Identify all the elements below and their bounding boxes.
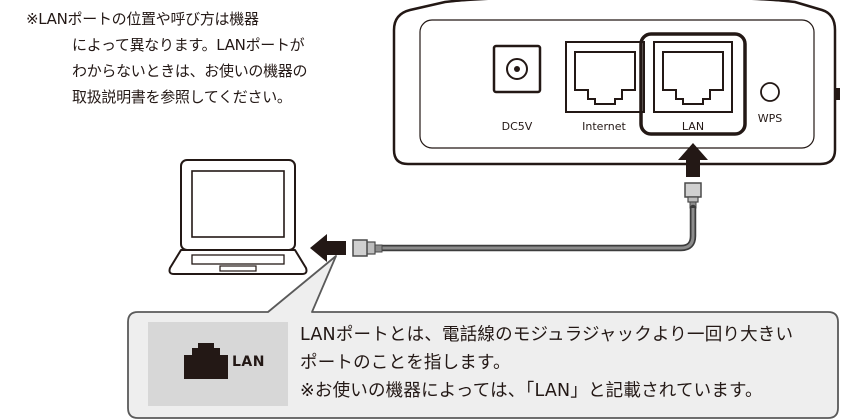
lan-label: LAN	[682, 120, 704, 133]
lan-port	[653, 41, 733, 113]
note-line-4: 取扱説明書を参照してください。	[72, 88, 292, 106]
note-line-2: によって異なります。LANポートが	[72, 36, 305, 54]
callout-line-1: LANポートとは、電話線のモジュラジャックより一回り大きい	[300, 325, 794, 345]
dc-label: DC5V	[502, 120, 533, 133]
lan-port-icon	[184, 343, 228, 379]
left-arrow-icon	[310, 234, 346, 262]
lan-icon-box: LAN	[148, 322, 288, 406]
callout-line-3: ※お使いの機器によっては、「LAN」と記載されています。	[300, 381, 763, 401]
router-back-panel	[419, 19, 815, 149]
callout-text: LANポートとは、電話線のモジュラジャックより一回り大きい ポートのことを指しま…	[300, 321, 793, 405]
lan-highlight-frame	[639, 32, 747, 136]
wps-button	[760, 82, 780, 102]
up-arrow-icon	[678, 143, 708, 177]
laptop-icon	[168, 159, 308, 275]
note-line-3: わからないときは、お使いの機器の	[72, 62, 308, 80]
router: DC5V Internet LAN WPS	[392, 0, 840, 166]
lan-port-note: ※LANポートの位置や呼び方は機器 によって異なります。LANポートが わからな…	[26, 6, 356, 110]
callout-bubble	[127, 255, 839, 419]
callout-line-2: ポートのことを指します。	[300, 353, 511, 373]
note-line-1: ※LANポートの位置や呼び方は機器	[26, 10, 259, 28]
lan-cable	[352, 182, 702, 257]
internet-port	[565, 41, 645, 113]
lan-icon-label: LAN	[232, 354, 265, 370]
dc-jack	[492, 44, 542, 94]
side-button	[834, 88, 840, 100]
internet-label: Internet	[582, 120, 626, 133]
wps-label: WPS	[758, 112, 783, 125]
